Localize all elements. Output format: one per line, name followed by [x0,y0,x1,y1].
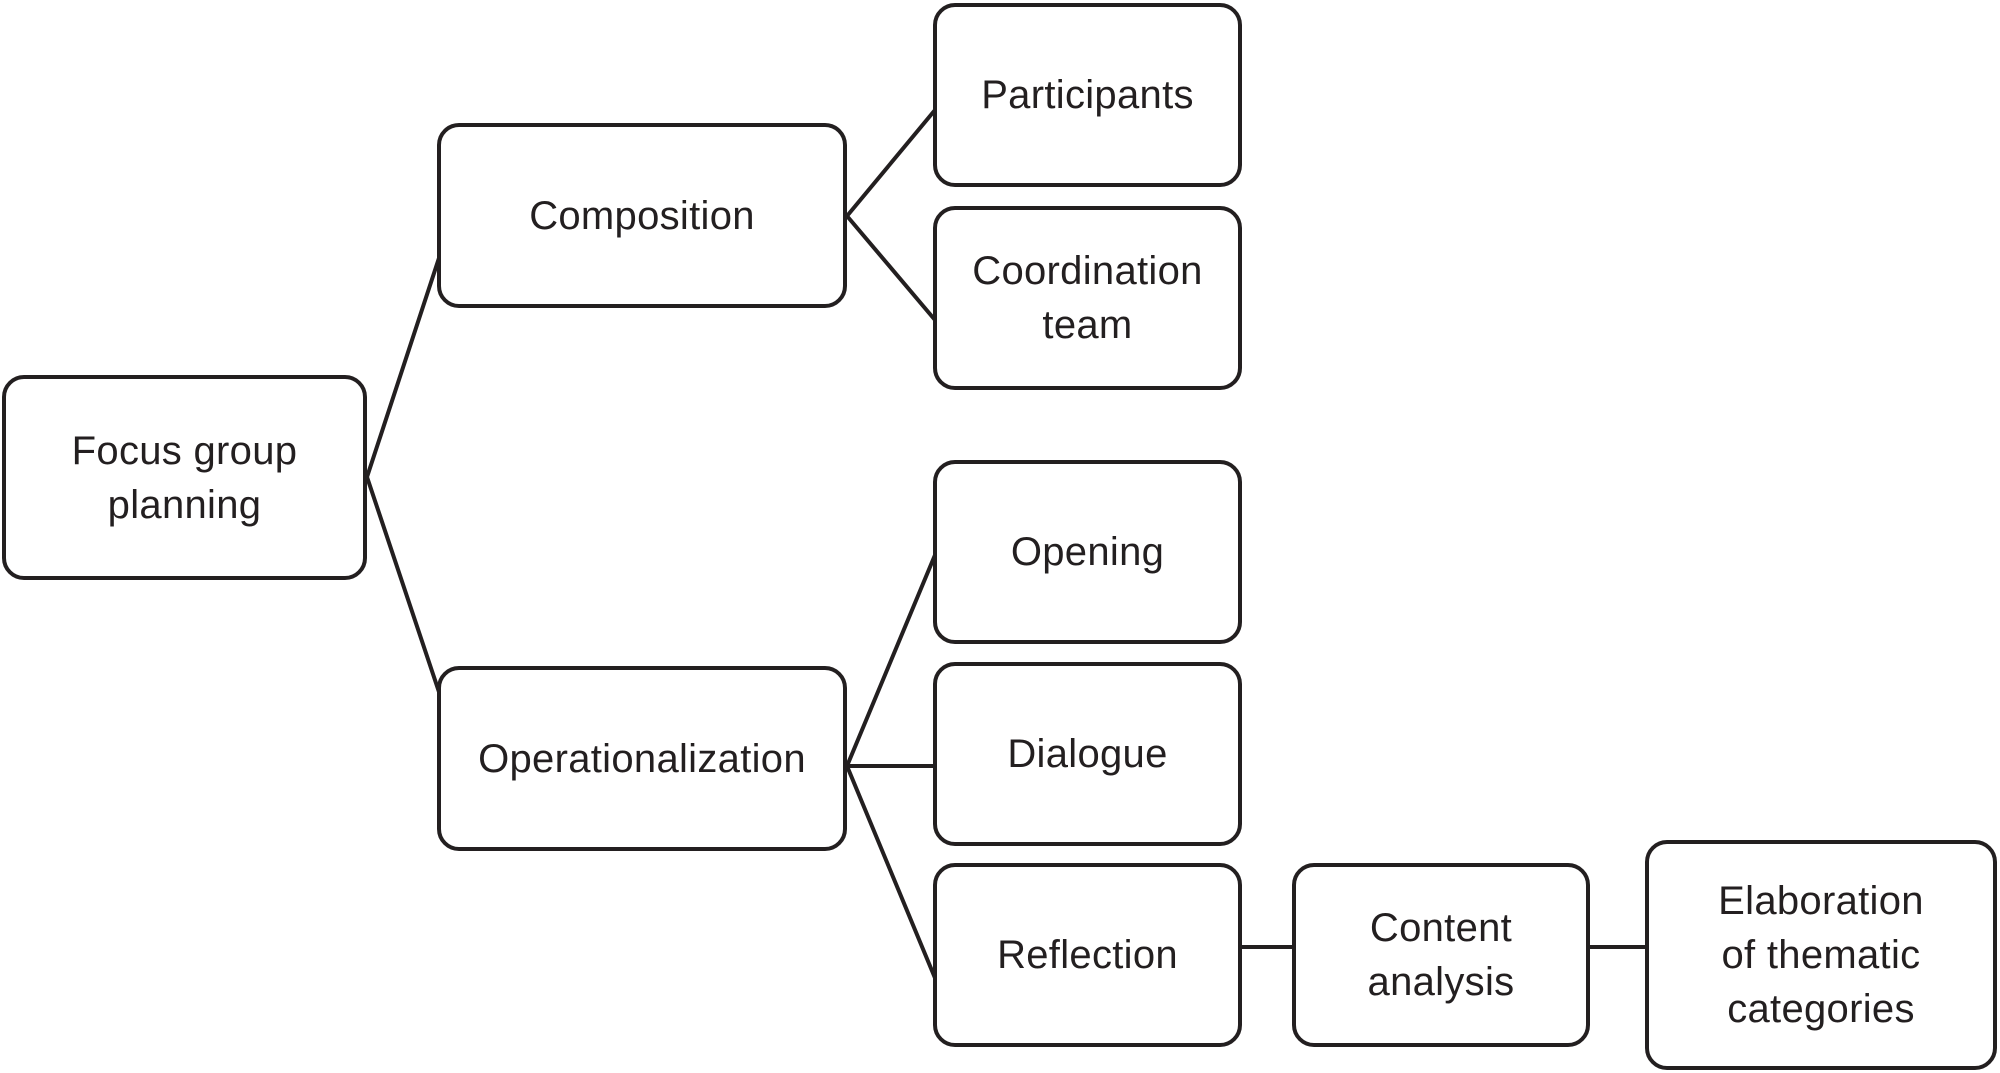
node-label: Composition [529,193,755,238]
node-label: Operationalization [478,736,806,781]
edge-operationalization-reflection [845,764,937,980]
node-label: Elaboration of thematic categories [1718,879,1924,1031]
node-coordination-team: Coordination team [933,206,1242,390]
node-label: Participants [981,73,1194,117]
node-reflection: Reflection [933,863,1242,1047]
node-label: Content analysis [1367,906,1515,1004]
node-label: Coordination team [972,249,1203,347]
node-composition: Composition [437,123,847,308]
node-label: Dialogue [1007,732,1168,776]
edge-root-composition [365,256,441,479]
node-dialogue: Dialogue [933,662,1242,846]
node-elaboration-of-thematic-categories: Elaboration of thematic categories [1645,840,1997,1070]
edge-operationalization-opening [845,553,937,768]
node-content-analysis: Content analysis [1292,863,1590,1047]
edge-root-operationalization [365,475,441,694]
node-operationalization: Operationalization [437,666,847,851]
edge-composition-coordination-team [845,214,937,322]
node-participants: Participants [933,3,1242,187]
edge-composition-participants [845,108,937,218]
node-label: Focus group planning [71,428,298,527]
node-label: Opening [1010,530,1165,574]
node-opening: Opening [933,460,1242,644]
node-label: Reflection [997,933,1178,977]
node-focus-group-planning: Focus group planning [2,375,367,580]
